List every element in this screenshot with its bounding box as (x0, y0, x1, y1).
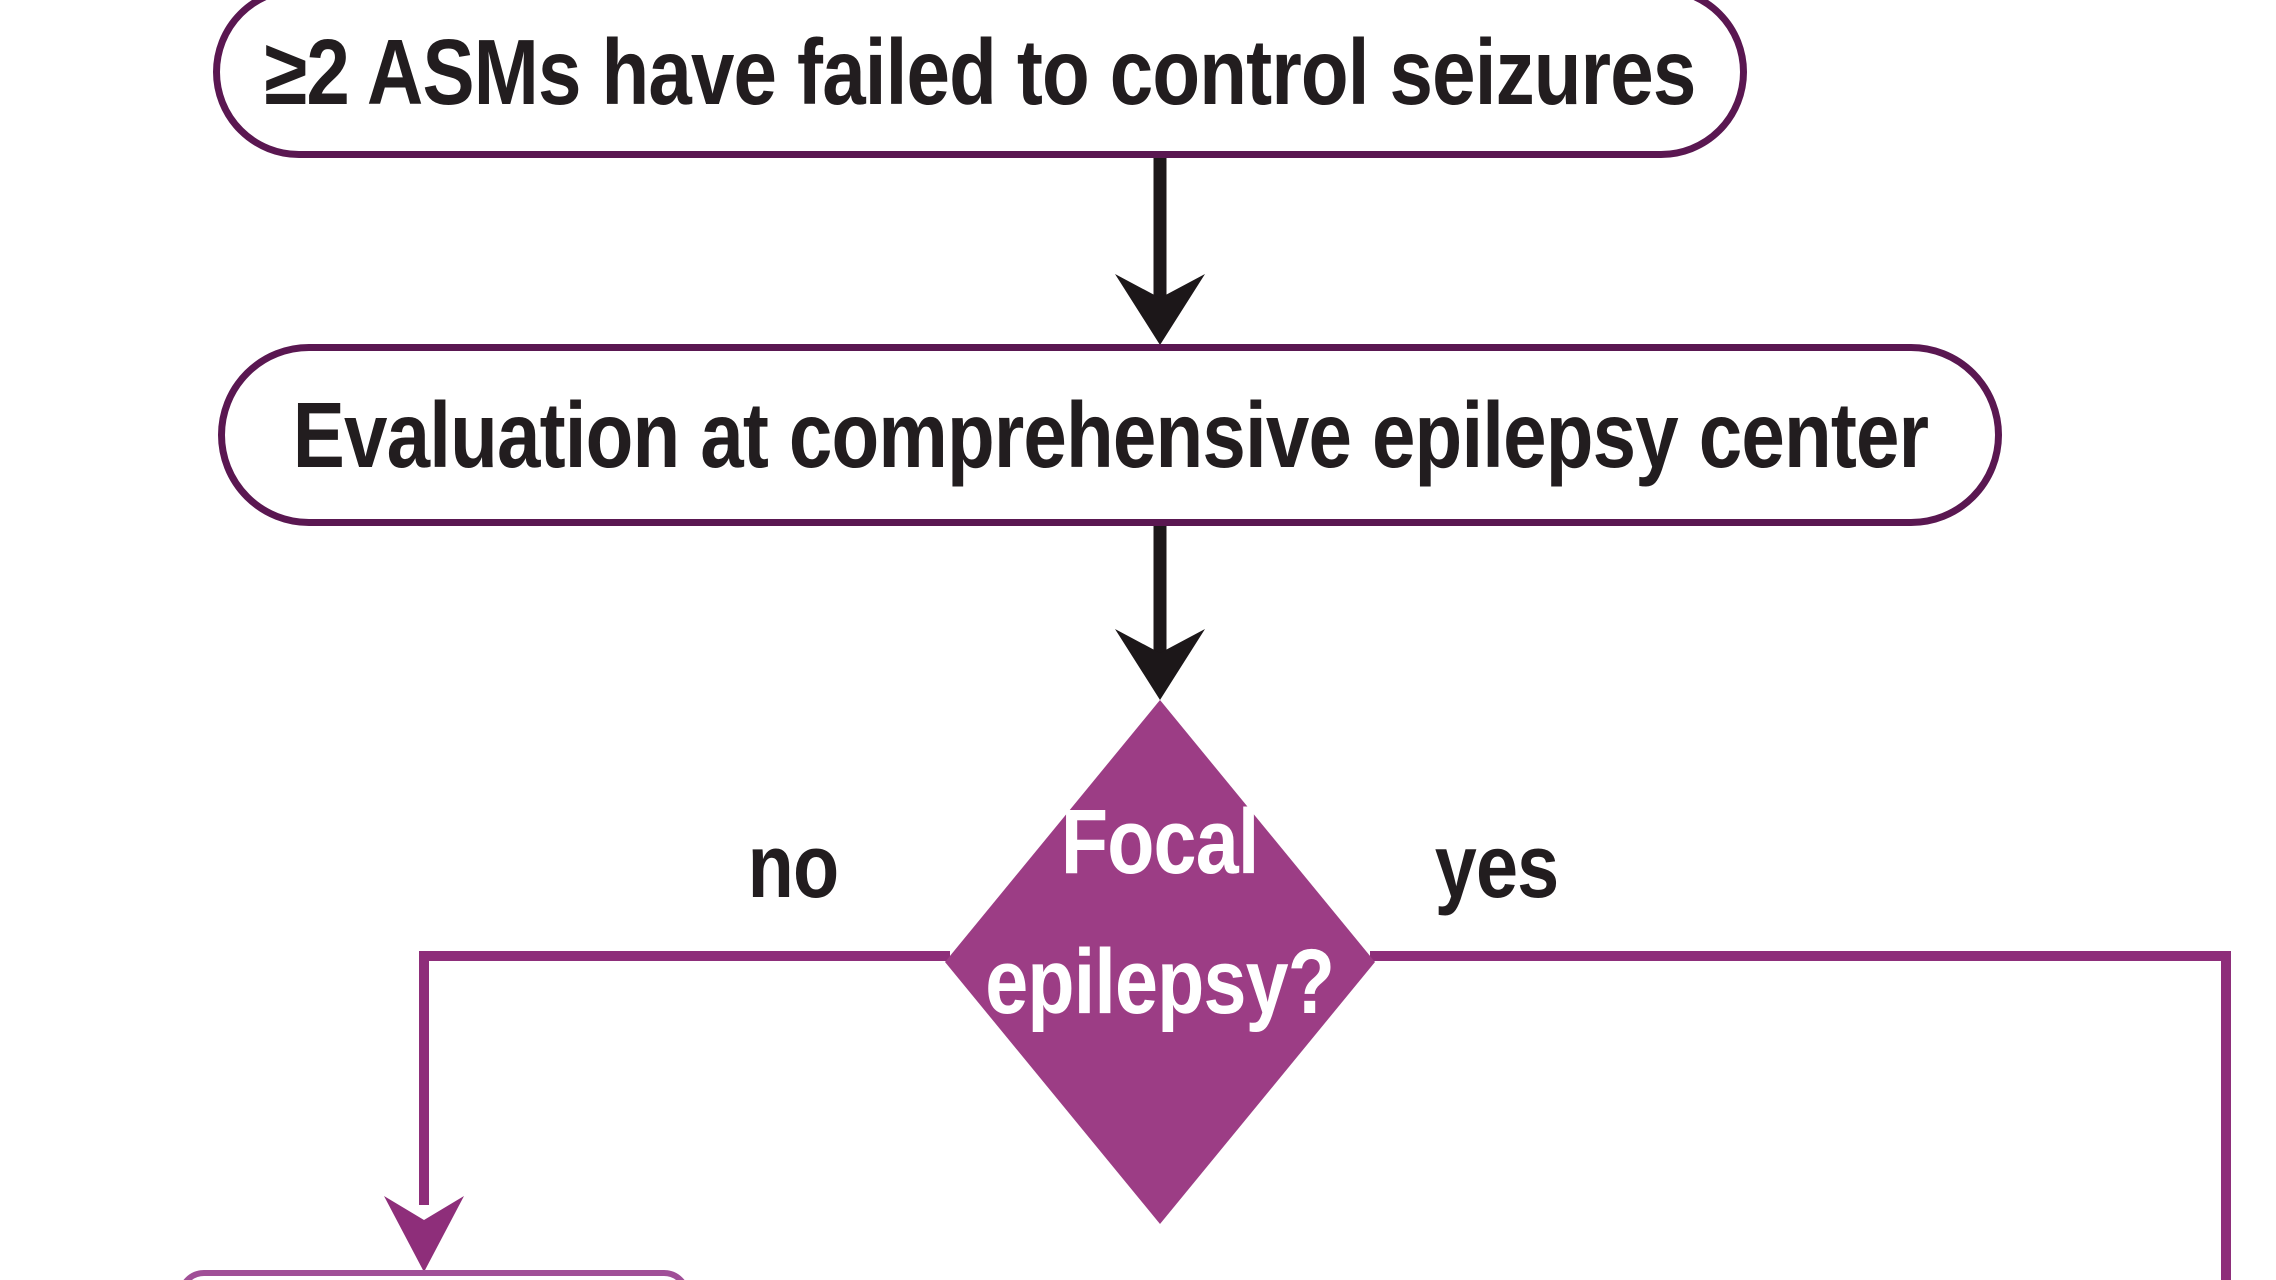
yes-branch-label: yes (1435, 817, 1559, 917)
yes-branch-connector (1370, 951, 2231, 1280)
start-node-label: ≥2 ASMs have failed to control seizures (264, 19, 1696, 124)
decision-label-line1: Focal (1061, 791, 1259, 893)
start-node: ≥2 ASMs have failed to control seizures (213, 0, 1747, 158)
no-branch-line (419, 951, 950, 1205)
arrow-evaluation-to-decision (1115, 522, 1205, 700)
arrowhead-down-icon (1115, 629, 1205, 700)
decision-diamond-label: Focal epilepsy? (925, 772, 1395, 1052)
no-branch-connector (384, 951, 950, 1272)
arrowhead-down-icon (1115, 274, 1205, 345)
yes-branch-line (1370, 951, 2231, 1280)
no-branch-label: no (747, 817, 840, 917)
decision-label-line2: epilepsy? (985, 931, 1336, 1033)
arrow-start-to-evaluation (1115, 150, 1205, 345)
decision-diamond (945, 700, 1375, 1224)
evaluation-node: Evaluation at comprehensive epilepsy cen… (218, 344, 2002, 526)
evaluation-node-label: Evaluation at comprehensive epilepsy cen… (292, 382, 1928, 487)
arrowhead-down-icon (384, 1196, 464, 1272)
partial-bottom-left-node (178, 1270, 690, 1280)
